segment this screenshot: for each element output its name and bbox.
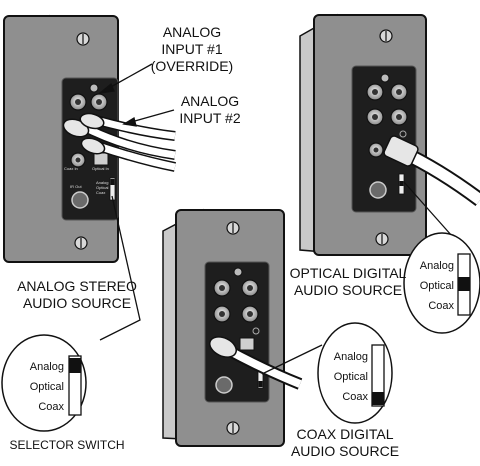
switch-options-coax: Analog Optical Coax	[318, 347, 368, 407]
panel-text: Coax In	[64, 166, 78, 171]
panel-silkscreen: Optical In	[92, 166, 109, 171]
selector-switch-label: SELECTOR SWITCH	[9, 438, 125, 452]
selector-switch-coax	[317, 322, 393, 424]
switch-options-optical: Analog Optical Coax	[406, 256, 454, 316]
panel-text: IR Out	[70, 184, 82, 189]
analog-input-1-line: INPUT #1	[161, 41, 223, 57]
analog-rca-cables	[62, 112, 176, 172]
switch-knob-optical	[458, 277, 470, 291]
panel-text: Coax	[96, 190, 106, 195]
leader-lines-optical	[403, 181, 453, 237]
analog-stereo-source-line: ANALOG STEREO	[17, 278, 137, 294]
analog-stereo-source-label: ANALOG STEREO AUDIO SOURCE	[2, 278, 152, 312]
optical-wall-plate	[299, 13, 427, 256]
analog-input-2-label: ANALOG INPUT #2	[165, 93, 255, 127]
optical-digital-source-label: OPTICAL DIGITAL AUDIO SOURCE	[288, 265, 408, 299]
switch-option: Analog	[29, 361, 64, 373]
analog-input-2-line: INPUT #2	[179, 110, 241, 126]
coax-wall-plate	[162, 208, 285, 447]
panel-silkscreen: Analog Optical Coax	[96, 180, 108, 195]
switch-option: Analog	[333, 351, 368, 363]
panel-silkscreen: Coax In	[64, 166, 78, 171]
selector-switch-analog	[1, 334, 87, 432]
analog-stereo-source-line: AUDIO SOURCE	[22, 295, 132, 311]
optical-cable	[383, 135, 480, 207]
panel-silkscreen: IR Out	[70, 184, 82, 189]
switch-option: Optical	[419, 280, 454, 292]
switch-option: Optical	[333, 371, 368, 383]
analog-input-2-line: ANALOG	[180, 93, 240, 109]
leader-lines-coax	[261, 344, 323, 375]
selector-switch-optical	[403, 232, 480, 334]
coax-digital-source-line: AUDIO SOURCE	[290, 443, 400, 459]
switch-option: Coax	[38, 401, 64, 413]
optical-digital-source-line: AUDIO SOURCE	[293, 282, 403, 298]
panel-text: Analog	[96, 180, 109, 185]
panel-text: Optical In	[92, 166, 109, 171]
coax-digital-source-line: COAX DIGITAL	[296, 426, 394, 442]
coax-cable	[209, 336, 303, 390]
switch-option: Optical	[29, 381, 64, 393]
switch-option: Coax	[428, 300, 454, 312]
switch-option: Coax	[342, 391, 368, 403]
analog-input-1-label: ANALOG INPUT #1 (OVERRIDE)	[142, 24, 242, 75]
coax-digital-source-label: COAX DIGITAL AUDIO SOURCE	[285, 426, 405, 460]
switch-knob-coax	[372, 392, 384, 405]
panel-text: Optical	[96, 185, 109, 190]
analog-input-1-line: (OVERRIDE)	[150, 58, 234, 74]
switch-knob-analog	[69, 358, 81, 373]
optical-digital-source-line: OPTICAL DIGITAL	[289, 265, 407, 281]
switch-option: Analog	[419, 260, 454, 272]
leader-lines-analog	[97, 63, 175, 341]
switch-options-analog: Analog Optical Coax	[6, 357, 64, 417]
analog-input-1-line: ANALOG	[162, 24, 222, 40]
